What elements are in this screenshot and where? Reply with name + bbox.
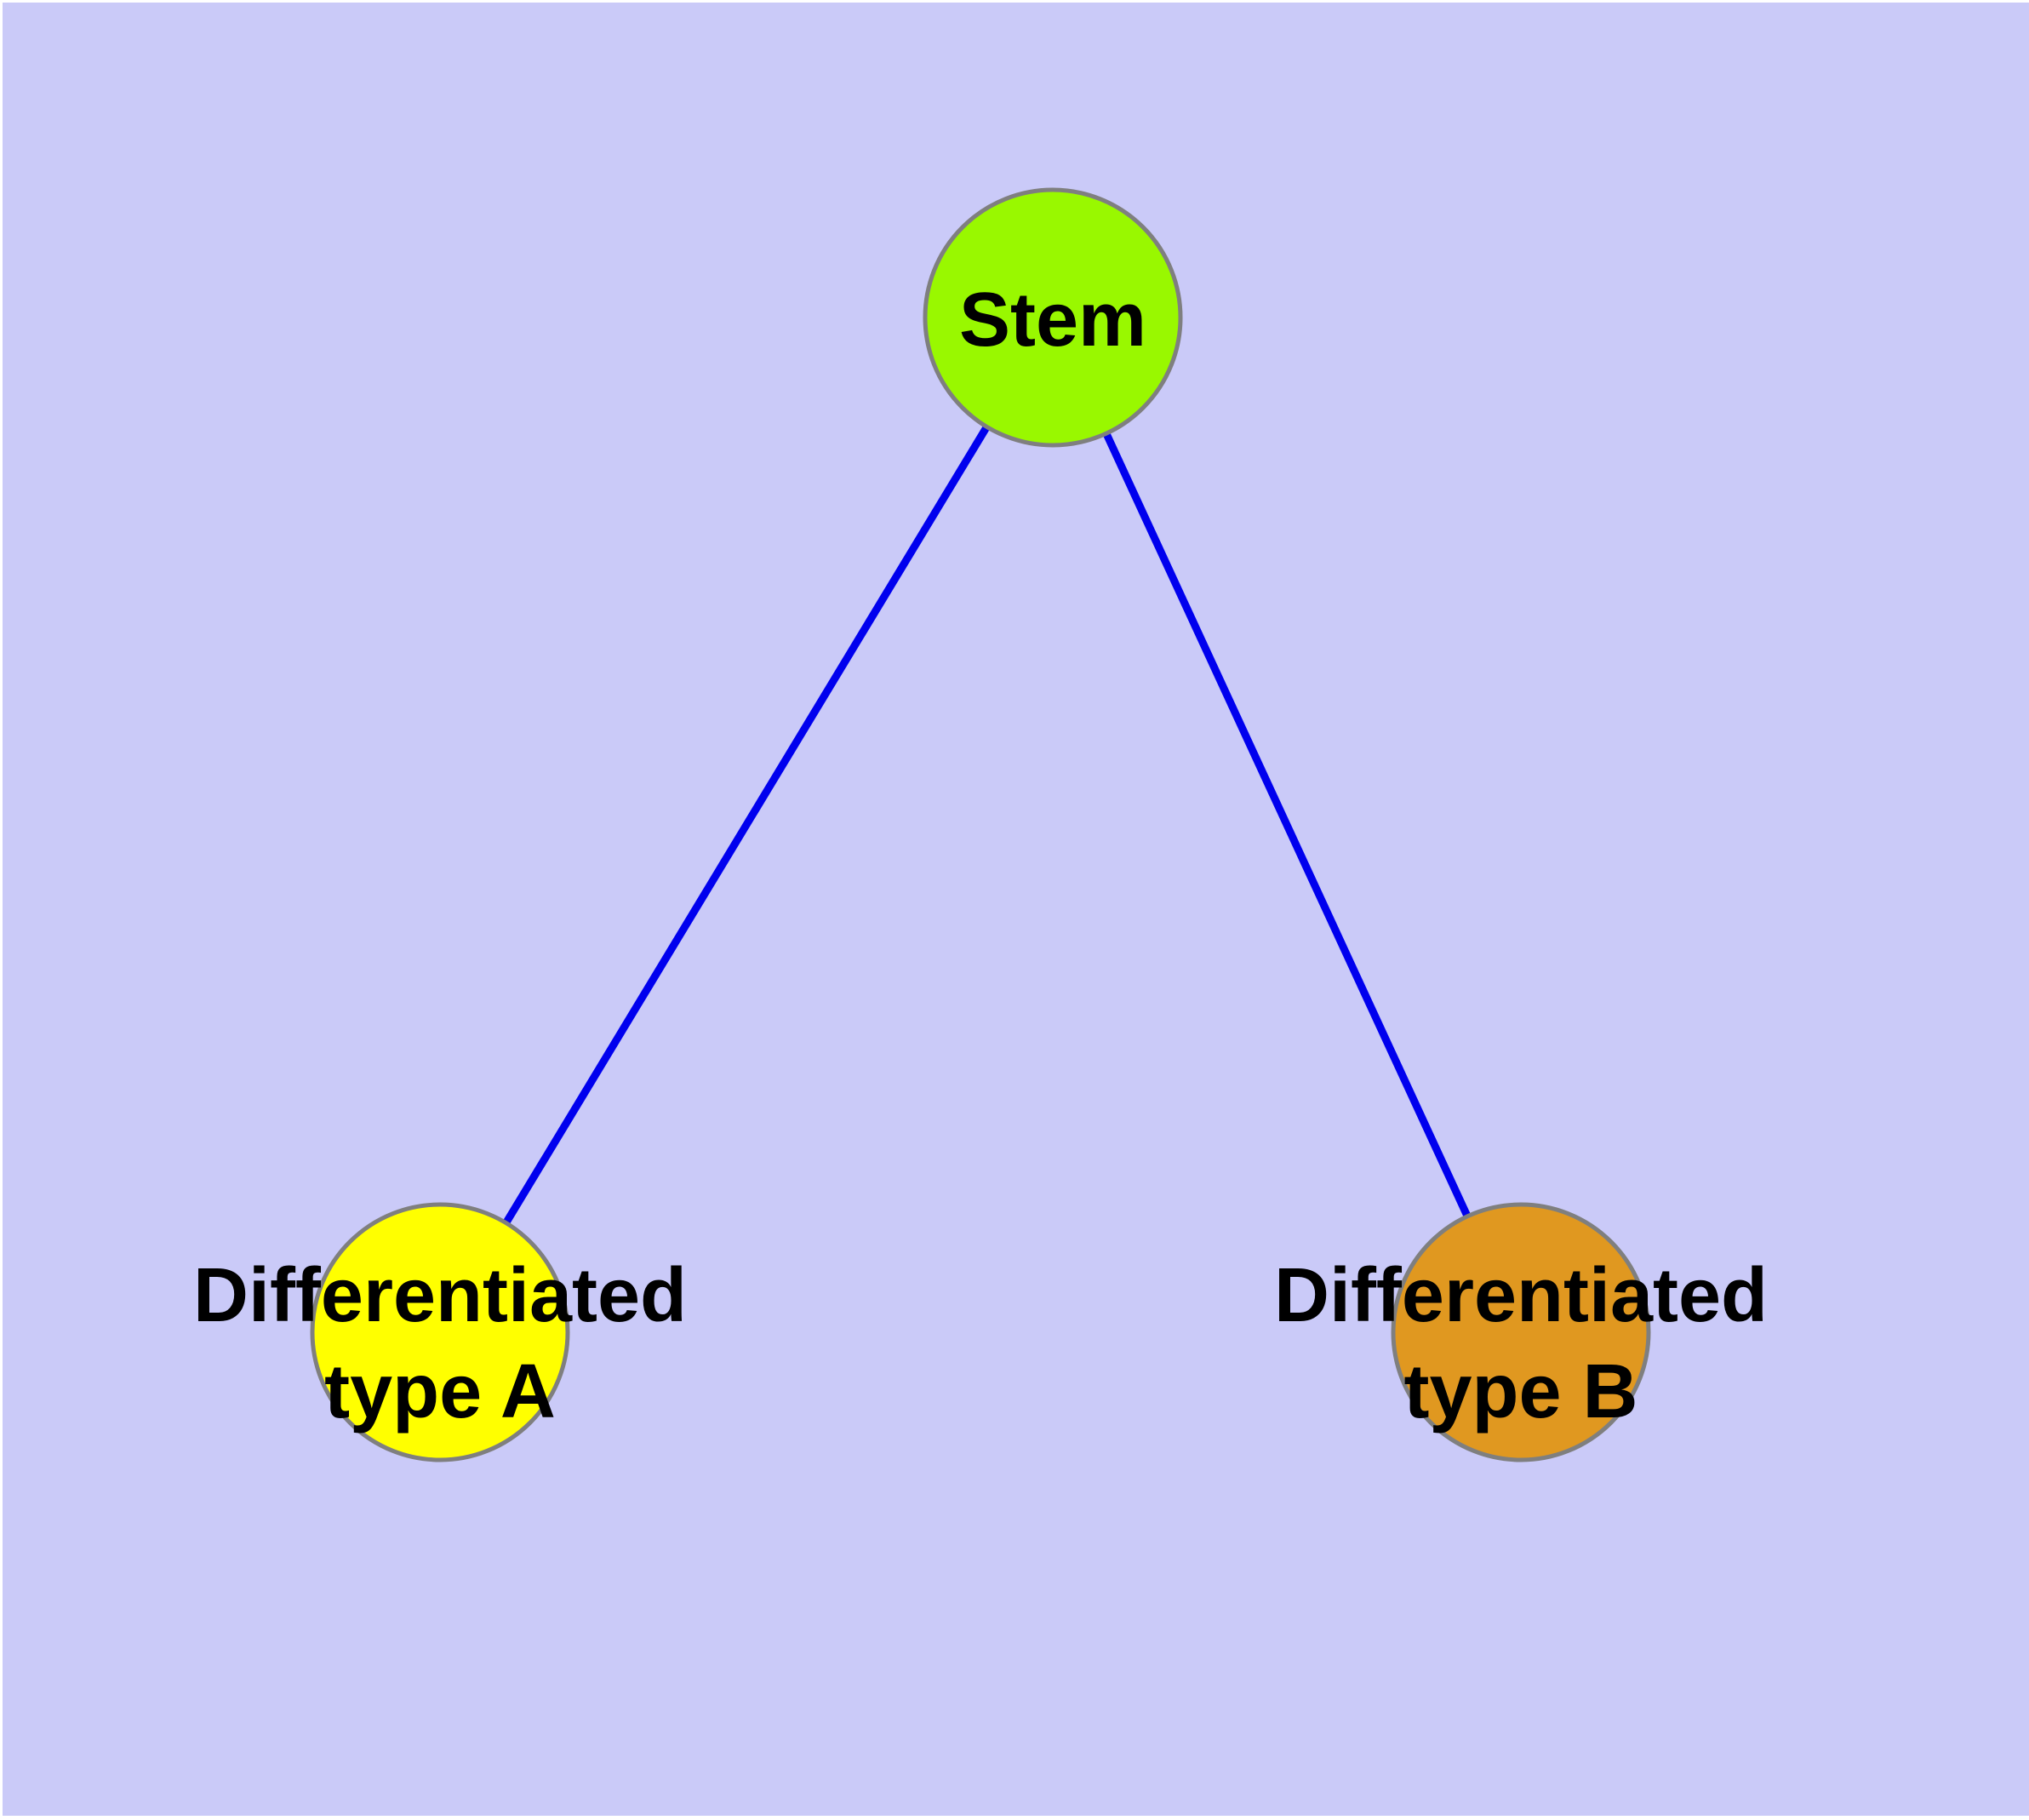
node-type-a-label-line1: Differentiated: [193, 1253, 687, 1338]
node-type-a-label-line2: type A: [324, 1349, 556, 1434]
node-stem-label: Stem: [959, 278, 1146, 363]
edge-stem-to-type-a: [436, 313, 1057, 1336]
edge-stem-to-type-b: [1049, 313, 1525, 1336]
node-type-b-label-line1: Differentiated: [1274, 1253, 1768, 1338]
node-stem: [923, 187, 1183, 448]
node-differentiated-type-b: [1391, 1202, 1651, 1462]
node-type-b-label-line2: type B: [1403, 1349, 1637, 1434]
node-differentiated-type-a: [310, 1202, 570, 1462]
